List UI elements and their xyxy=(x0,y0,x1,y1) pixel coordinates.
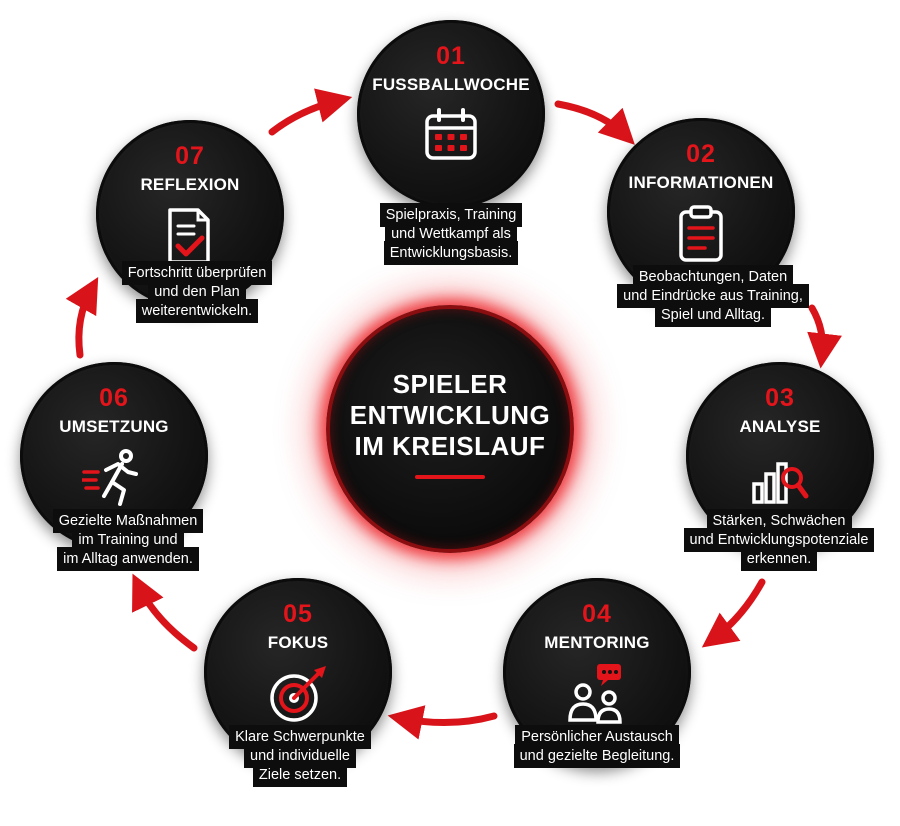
center-title: SPIELER ENTWICKLUNG IM KREISLAUF xyxy=(349,369,551,461)
arrow-03-04 xyxy=(701,578,766,648)
chart-magnifier-icon xyxy=(748,446,812,510)
step-number: 05 xyxy=(283,600,313,628)
step-title: MENTORING xyxy=(544,633,650,652)
step-07-description: Fortschritt überprüfen und den Plan weit… xyxy=(125,265,269,319)
step-title: FUSSBALLWOCHE xyxy=(372,75,530,94)
calendar-icon xyxy=(419,104,483,168)
arrow-07-01 xyxy=(268,88,353,136)
step-04-description: Persönlicher Austausch und gezielte Begl… xyxy=(517,729,677,764)
step-title: INFORMATIONEN xyxy=(628,173,774,192)
step-number: 06 xyxy=(99,384,129,412)
arrow-01-02 xyxy=(554,100,635,145)
arrow-02-03 xyxy=(807,304,842,369)
arrow-04-05 xyxy=(387,705,498,740)
arrow-06-07 xyxy=(65,277,99,359)
step-02-description: Beobachtungen, Daten und Eindrücke aus T… xyxy=(621,269,805,323)
center-circle: SPIELER ENTWICKLUNG IM KREISLAUF xyxy=(326,305,574,553)
step-number: 01 xyxy=(436,42,466,70)
people-chat-icon xyxy=(565,662,629,726)
center-underline xyxy=(415,475,485,479)
target-icon xyxy=(266,662,330,726)
step-title: ANALYSE xyxy=(739,417,821,436)
step-title: FOKUS xyxy=(267,633,329,652)
step-03-description: Stärken, Schwächen und Entwicklungspoten… xyxy=(687,513,871,567)
clipboard-icon xyxy=(669,202,733,266)
step-06-description: Gezielte Maßnahmen im Training und im Al… xyxy=(56,513,200,567)
step-01-description: Spielpraxis, Training und Wettkampf als … xyxy=(383,207,519,261)
step-title: UMSETZUNG xyxy=(59,417,169,436)
arrow-05-06 xyxy=(132,573,198,652)
step-number: 03 xyxy=(765,384,795,412)
document-check-icon xyxy=(158,204,222,268)
step-title: REFLEXION xyxy=(140,175,240,194)
runner-icon xyxy=(82,446,146,510)
step-number: 07 xyxy=(175,142,205,170)
step-number: 02 xyxy=(686,140,716,168)
step-05-description: Klare Schwerpunkte und individuelle Ziel… xyxy=(233,729,367,783)
step-number: 04 xyxy=(582,600,612,628)
step-01-fussballwoche: 01 FUSSBALLWOCHE xyxy=(357,20,545,208)
